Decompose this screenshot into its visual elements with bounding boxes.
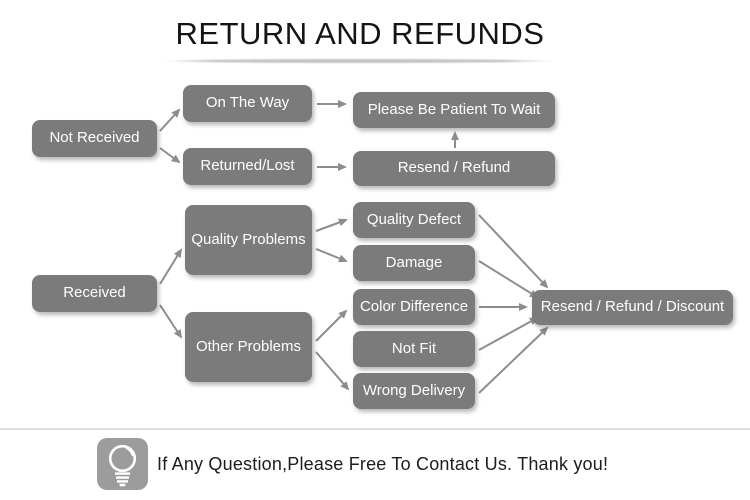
title-divider [160,59,557,63]
flow-node-resend-refund-discount: Resend / Refund / Discount [532,290,733,325]
arrow-wrong-delivery-to-resend-refund-discount [478,326,549,394]
flow-node-other-problems: Other Problems [185,312,312,382]
flow-node-label: Quality Problems [191,230,306,248]
flow-node-label: Please Be Patient To Wait [367,100,541,118]
flow-node-wrong-delivery: Wrong Delivery [353,373,475,409]
flow-node-label: Color Difference [359,297,469,315]
flow-node-quality-defect: Quality Defect [353,202,475,238]
flow-node-returned-lost: Returned/Lost [183,148,312,185]
flow-node-received: Received [32,275,157,312]
arrow-received-to-other-problems [159,304,183,339]
flow-node-quality-problems: Quality Problems [185,205,312,275]
arrow-not-received-to-on-the-way [159,108,181,132]
flow-node-label: Returned/Lost [200,157,295,175]
arrow-quality-problems-to-damage [315,248,348,263]
flow-node-label: On The Way [205,94,290,112]
flow-node-color-difference: Color Difference [353,289,475,325]
flow-node-not-fit: Not Fit [353,331,475,367]
arrow-quality-defect-to-resend-refund-discount [478,214,549,289]
flow-node-label: Quality Defect [366,210,462,228]
arrow-other-problems-to-color-difference [315,309,348,342]
flow-node-not-received: Not Received [32,120,157,157]
arrow-quality-problems-to-quality-defect [315,218,348,232]
arrow-received-to-quality-problems [159,248,183,285]
flow-node-label: Received [63,284,126,302]
flow-node-label: Wrong Delivery [362,381,466,399]
lightbulb-icon [97,438,148,490]
footer-divider [0,428,750,430]
flow-node-label: Damage [385,253,443,271]
flow-node-label: Resend / Refund / Discount [540,298,725,316]
flow-node-please-be-patient: Please Be Patient To Wait [353,92,555,128]
flow-node-damage: Damage [353,245,475,281]
footer-text: If Any Question,Please Free To Contact U… [157,453,609,474]
arrow-not-fit-to-resend-refund-discount [478,317,539,351]
arrow-damage-to-resend-refund-discount [478,260,539,299]
flow-node-resend-refund: Resend / Refund [353,151,555,186]
flow-node-label: Not Received [49,129,140,147]
arrow-other-problems-to-wrong-delivery [315,351,350,391]
page-title: RETURN AND REFUNDS [175,16,545,51]
flow-node-label: Resend / Refund [397,159,511,177]
flow-node-label: Not Fit [391,339,437,357]
flow-node-label: Other Problems [195,337,302,355]
arrow-not-received-to-returned-lost [159,147,181,164]
footer: If Any Question,Please Free To Contact U… [97,438,608,490]
flow-node-on-the-way: On The Way [183,85,312,122]
